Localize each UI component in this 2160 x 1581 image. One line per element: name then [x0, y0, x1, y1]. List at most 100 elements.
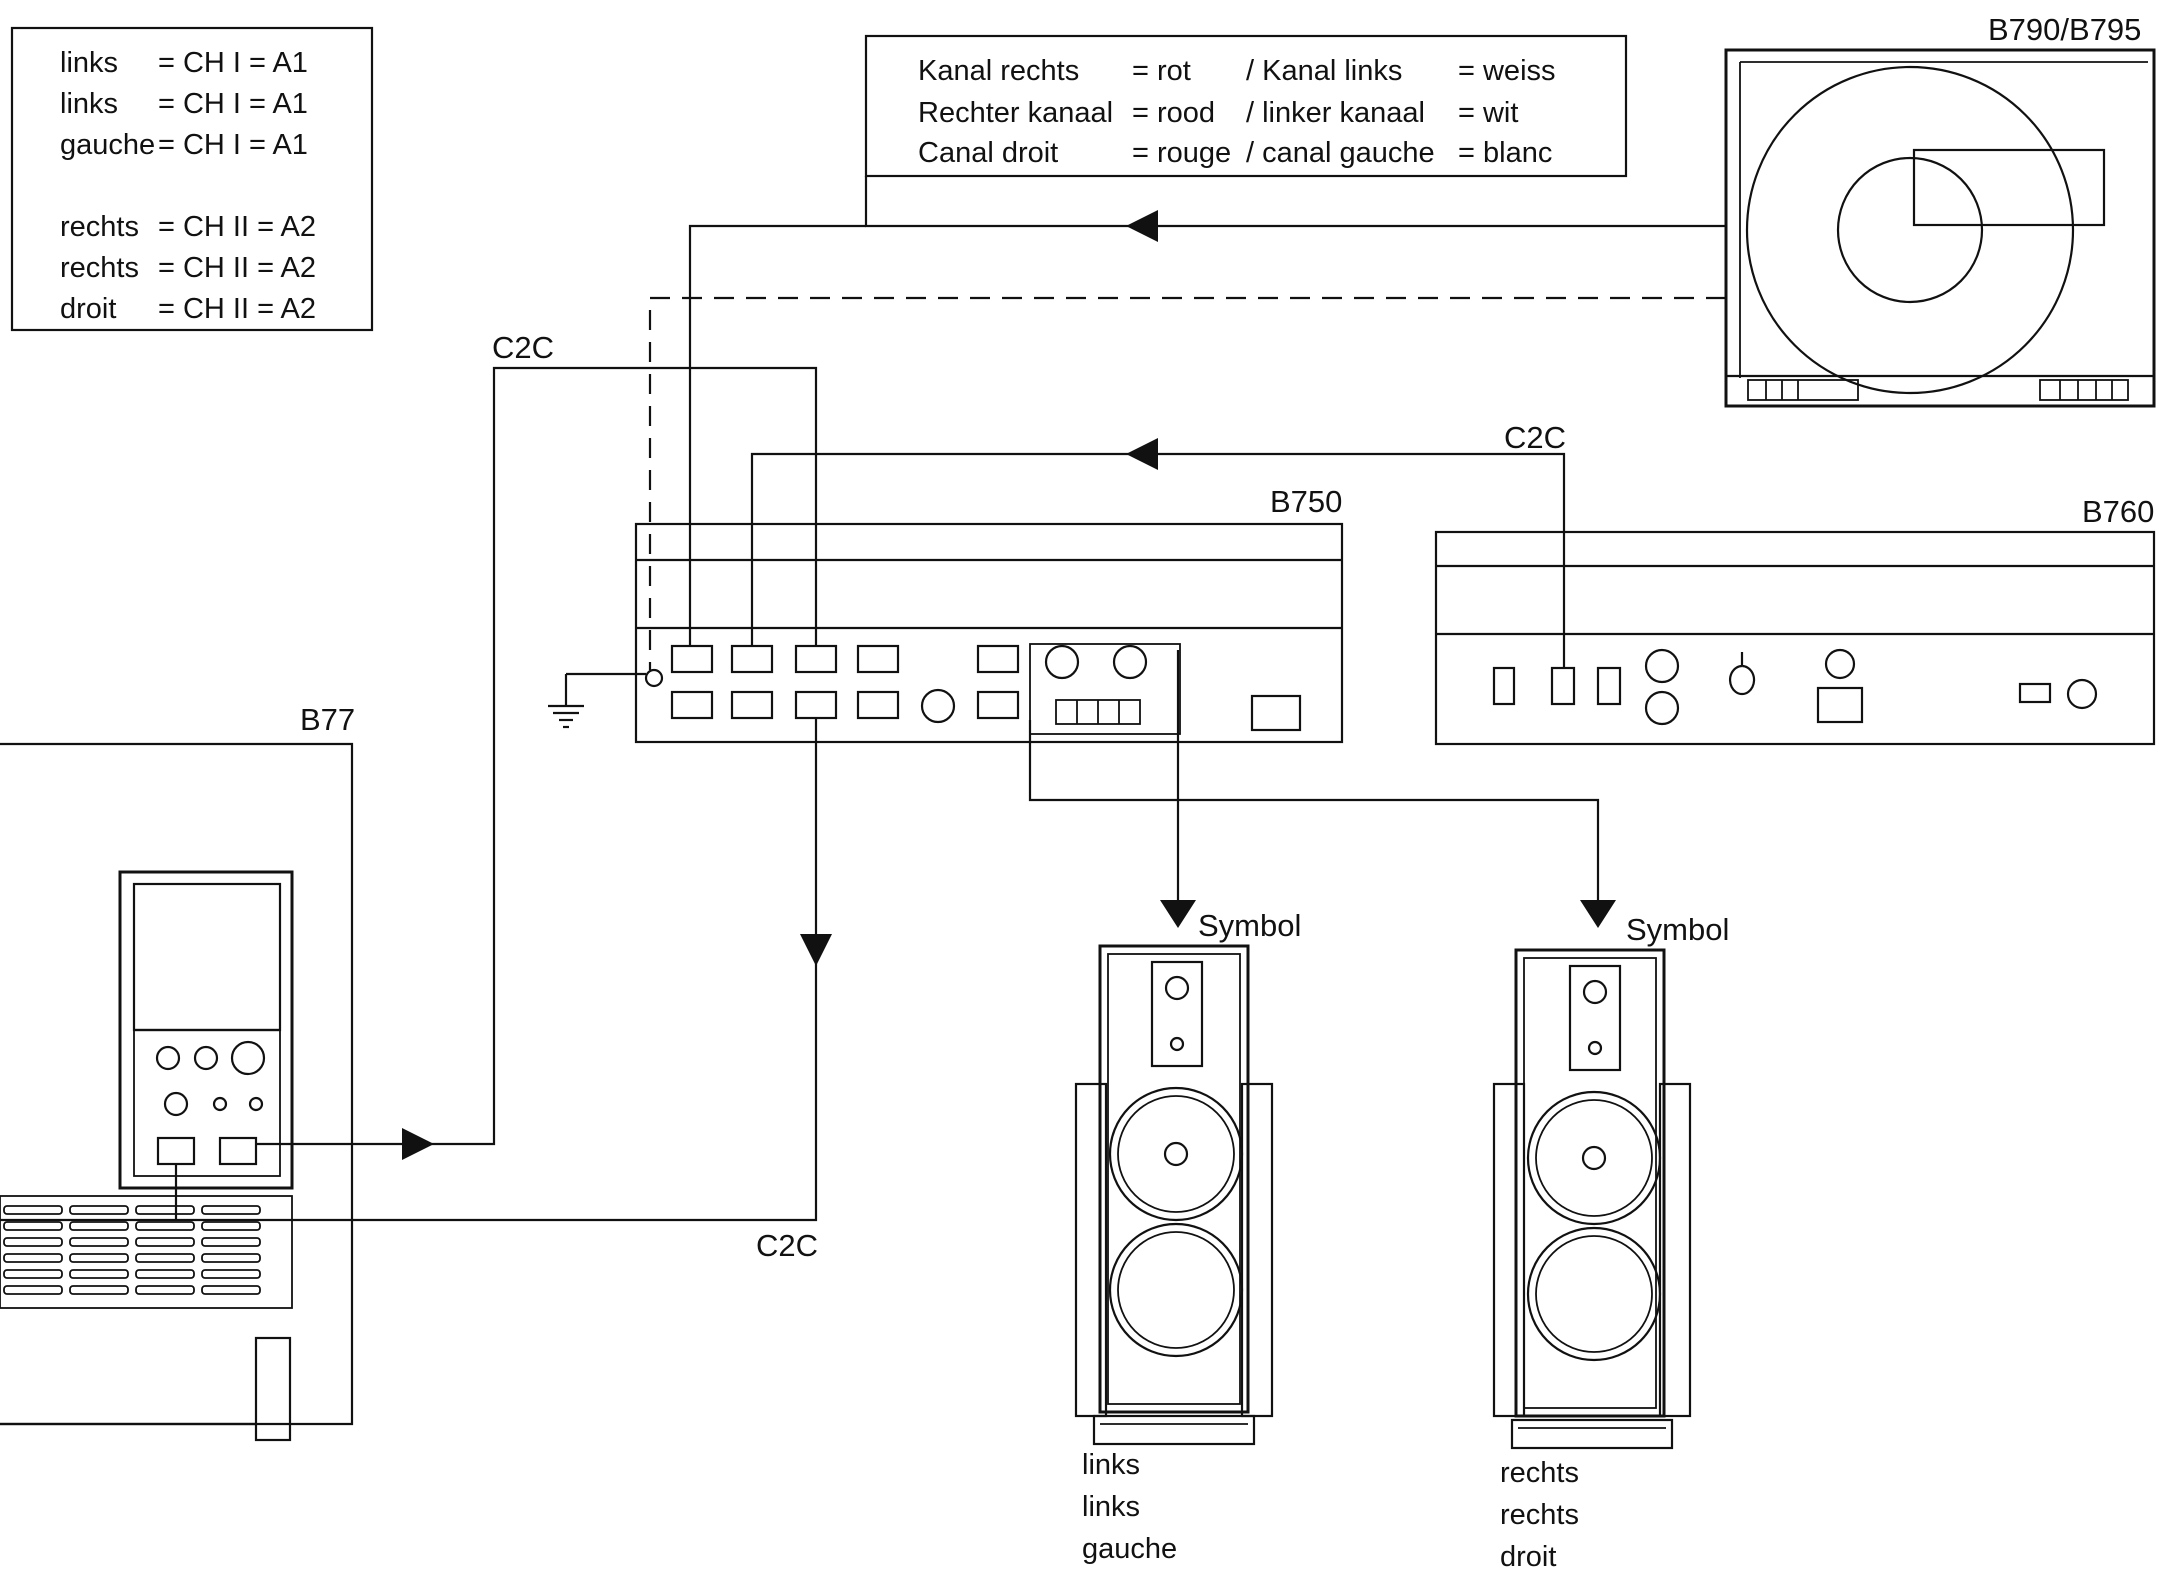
speaker-right: Symbol rechts rechts droit [1492, 912, 1729, 1573]
colour-legend-left-value: = rouge [1132, 137, 1231, 169]
cables: C2C C2C C2C [0, 176, 1726, 1426]
turntable-label: B790/B795 [1988, 12, 2141, 47]
grille-slot [135, 1205, 195, 1215]
grille-slot [201, 1253, 261, 1263]
tweeter-icon [1164, 975, 1190, 1001]
woofer-icon [1108, 1222, 1244, 1358]
woofer-cone-icon [1117, 1095, 1235, 1213]
deck-socket [1492, 666, 1516, 706]
colour-legend-left: Kanal rechts [918, 55, 1079, 87]
channel-legend-value: = CH I = A1 [158, 47, 308, 79]
platter-label-icon [1836, 156, 1984, 304]
amp-socket [730, 644, 774, 674]
speaker-base [1510, 1418, 1674, 1450]
speaker-channel-label: rechts [1500, 1499, 1579, 1531]
tv-b77: B77 [0, 702, 355, 1442]
amp-power-switch [1250, 694, 1302, 732]
speaker-cabinet-outer [1514, 948, 1666, 1418]
tv-label: B77 [300, 702, 355, 737]
grille-slot [69, 1285, 129, 1295]
grille-slots [3, 1205, 261, 1295]
grille-slot [69, 1221, 129, 1231]
grille-slot [69, 1237, 129, 1247]
channel-legend-value: = CH II = A2 [158, 211, 316, 243]
tv-body-outer [118, 870, 294, 1190]
grille-slot [3, 1221, 63, 1231]
amplifier-b750: B750 [548, 484, 1344, 744]
channel-legend-value: = CH I = A1 [158, 129, 308, 161]
grille-slot [3, 1285, 63, 1295]
speaker-side-panel [1492, 1082, 1526, 1418]
channel-legend-value: = CH I = A1 [158, 88, 308, 120]
colour-legend-left-value: = rood [1132, 97, 1215, 129]
amp-round-socket-icon [920, 688, 956, 724]
speaker-side-panel [1074, 1082, 1108, 1418]
channel-legend-word: links [60, 88, 118, 120]
speaker-cabinet-outer [1098, 944, 1250, 1414]
speaker-symbol-label: Symbol [1198, 908, 1301, 943]
c2c-label: C2C [756, 1228, 818, 1263]
grille-slot [135, 1221, 195, 1231]
grille-slot [69, 1253, 129, 1263]
tv-knob-icon [230, 1040, 266, 1076]
grille-slot [69, 1205, 129, 1215]
deck-indicator-icon [1824, 648, 1856, 680]
speaker-right-cable [1028, 720, 1600, 904]
amp-socket [976, 690, 1020, 720]
amp-socket [856, 644, 900, 674]
amplifier-label: B750 [1270, 484, 1342, 519]
tonearm-cover-icon [1912, 148, 2106, 227]
turntable-signal-cable [688, 224, 866, 646]
grille-slot [3, 1205, 63, 1215]
amp-to-tv-c2c-cable [0, 718, 818, 1222]
speaker-channel-label: droit [1500, 1541, 1556, 1573]
arrow-down-icon [1160, 900, 1196, 928]
amp-speaker-socket-icon [1112, 644, 1148, 680]
turntable-ground-cable [648, 296, 1726, 670]
tv-to-amp-c2c-cable [256, 366, 818, 1146]
grille-slot [201, 1269, 261, 1279]
speaker-tweeter-panel [1150, 960, 1204, 1068]
colour-legend-right: / linker kanaal [1246, 97, 1425, 129]
speaker-channel-label: links [1082, 1491, 1140, 1523]
channel-legend: links = CH I = A1 links = CH I = A1 gauc… [10, 26, 374, 332]
woofer-icon [1108, 1086, 1244, 1222]
grille-slot [201, 1237, 261, 1247]
tv-cabinet-outline [0, 742, 354, 1426]
deck-button [1816, 686, 1864, 724]
woofer-cone-icon [1117, 1231, 1235, 1349]
grille-frame [0, 1195, 293, 1309]
woofer-dust-cap-icon [1581, 1145, 1607, 1171]
arrow-down-icon [1580, 900, 1616, 928]
tv-stand-post [254, 1336, 292, 1442]
channel-legend-value: = CH II = A2 [158, 252, 316, 284]
amp-socket [856, 690, 900, 720]
grille-slot [201, 1221, 261, 1231]
deck-small-switch [2018, 682, 2052, 704]
arrow-right-icon [402, 1128, 434, 1160]
speaker-symbol-label: Symbol [1626, 912, 1729, 947]
grille-slot [135, 1253, 195, 1263]
channel-legend-word: links [60, 47, 118, 79]
speaker-side-panel [1240, 1082, 1274, 1418]
turntable-b790: B790/B795 [1724, 12, 2156, 408]
platter-icon [1745, 65, 2075, 395]
amp-speaker-socket-icon [1044, 644, 1080, 680]
grille-slot [3, 1253, 63, 1263]
grille-slot [135, 1269, 195, 1279]
c2c-label: C2C [1504, 420, 1566, 455]
tv-button-icon [212, 1096, 228, 1112]
speaker-channel-label: rechts [1500, 1457, 1579, 1489]
turntable-signal-cable [864, 176, 1726, 228]
tv-speaker-grille [0, 1195, 293, 1309]
woofer-icon [1526, 1090, 1662, 1226]
grille-slot [3, 1237, 63, 1247]
channel-legend-word: rechts [60, 211, 139, 243]
turntable-panel-right [2039, 379, 2129, 401]
tape-deck-body [1434, 530, 2156, 746]
woofer-cone-icon [1535, 1235, 1653, 1353]
amp-ground-terminal-icon [644, 668, 664, 688]
colour-legend-frame [864, 34, 1628, 178]
colour-legend: Kanal rechts = rot / Kanal links = weiss… [864, 34, 1628, 178]
tweeter-icon [1587, 1040, 1603, 1056]
